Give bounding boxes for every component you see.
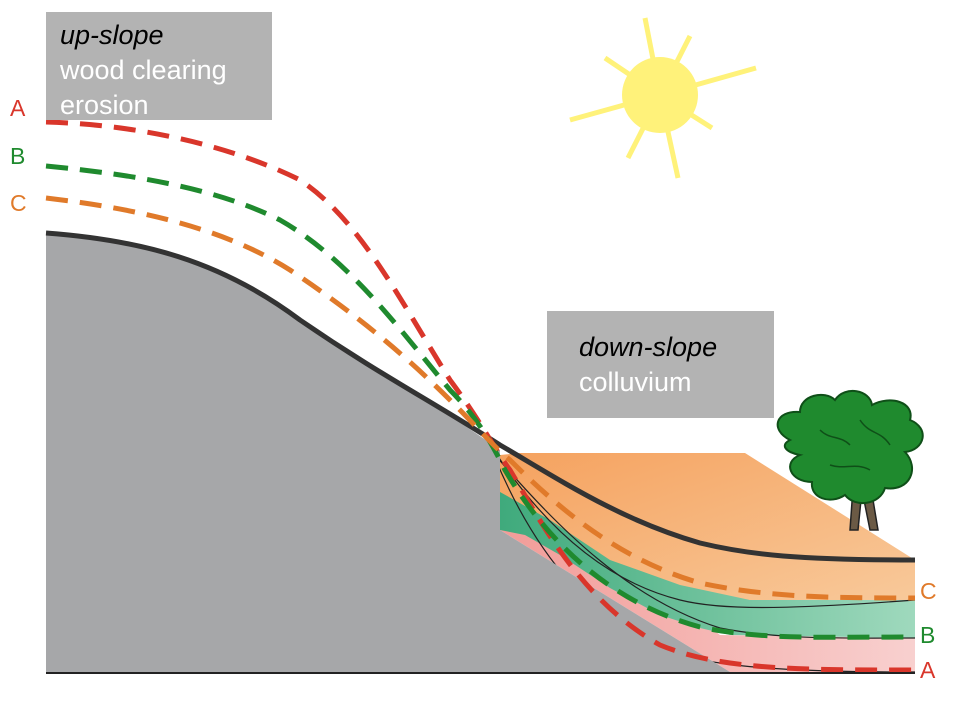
- right-label-c: C: [920, 578, 937, 604]
- up-slope-line2: erosion: [60, 90, 149, 120]
- down-slope-box: down-slope colluvium: [547, 311, 774, 418]
- tree-icon: [776, 390, 924, 531]
- sun-icon: [569, 17, 757, 179]
- surface-a-line: [45, 119, 916, 673]
- up-slope-box: up-slope wood clearing erosion: [46, 12, 272, 120]
- up-slope-line1: wood clearing: [60, 55, 227, 85]
- down-slope-title: down-slope: [579, 332, 718, 362]
- hillslope: [46, 233, 730, 672]
- right-label-b: B: [920, 622, 936, 648]
- right-label-a: A: [920, 657, 936, 683]
- up-slope-title: up-slope: [60, 20, 164, 50]
- boundary-line-a: [494, 454, 916, 639]
- colluvium-deposit: [494, 451, 916, 673]
- boundary-line-b: [494, 451, 916, 609]
- left-label-a: A: [10, 95, 26, 121]
- layer-c-deposit: [500, 453, 915, 600]
- down-slope-line1: colluvium: [579, 367, 692, 397]
- surface-b-line: [45, 163, 916, 640]
- left-label-b: B: [10, 143, 26, 169]
- left-label-c: C: [10, 190, 27, 216]
